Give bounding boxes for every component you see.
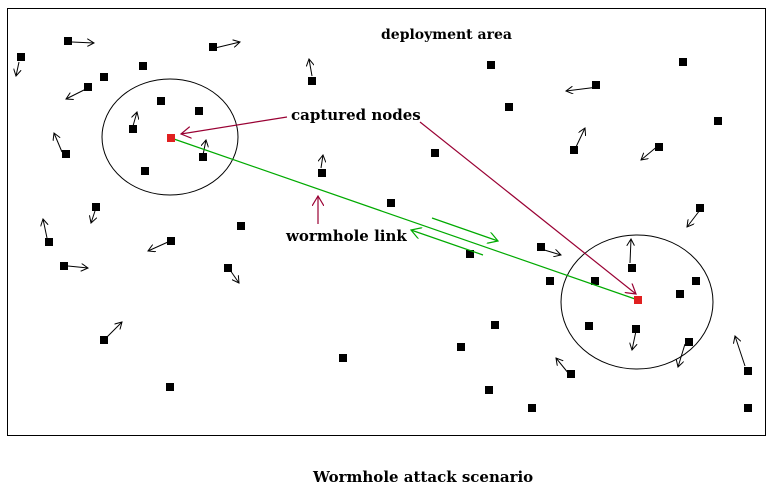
movement-arrow: [309, 59, 312, 77]
sensor-node: [485, 386, 493, 394]
movement-arrow: [203, 140, 206, 156]
movement-arrow: [43, 219, 47, 239]
sensor-node: [45, 238, 53, 246]
wormhole-arrow-forward: [431, 217, 498, 241]
sensor-node: [92, 203, 100, 211]
sensor-node: [17, 53, 25, 61]
sensor-node: [592, 81, 600, 89]
captured-region-right: [560, 234, 714, 370]
sensor-node: [744, 404, 752, 412]
sensor-node: [692, 277, 700, 285]
sensor-node: [141, 167, 149, 175]
sensor-node: [546, 277, 554, 285]
captured-nodes-label: captured nodes: [291, 106, 421, 124]
sensor-node: [224, 264, 232, 272]
movement-arrow: [148, 241, 169, 251]
sensor-node: [570, 146, 578, 154]
sensor-node: [457, 343, 465, 351]
sensor-node: [318, 169, 326, 177]
sensor-node: [167, 237, 175, 245]
movement-arrow: [641, 144, 660, 160]
sensor-node: [387, 199, 395, 207]
sensor-node: [491, 321, 499, 329]
movement-arrow: [566, 87, 599, 91]
sensor-node: [100, 73, 108, 81]
movement-arrow: [687, 209, 701, 227]
movement-arrow: [735, 336, 746, 367]
sensor-node: [209, 43, 217, 51]
sensor-node: [685, 338, 693, 346]
sensor-node: [129, 125, 137, 133]
sensor-node: [195, 107, 203, 115]
sensor-node: [339, 354, 347, 362]
sensor-node: [100, 336, 108, 344]
sensor-node: [466, 250, 474, 258]
movement-arrow: [556, 358, 570, 375]
sensor-node: [237, 222, 245, 230]
movement-arrow: [133, 112, 137, 127]
sensor-node: [591, 277, 599, 285]
wormhole-arrow-backward: [411, 230, 484, 256]
sensor-node: [308, 77, 316, 85]
movement-arrow: [540, 248, 561, 255]
movement-arrow: [106, 322, 122, 338]
sensor-node: [487, 61, 495, 69]
sensor-node: [505, 103, 513, 111]
sensor-node: [139, 62, 147, 70]
wormhole-link-label: wormhole link: [285, 227, 407, 245]
movement-arrow: [630, 239, 631, 264]
movement-arrow: [632, 330, 636, 350]
captured-node-left: [167, 134, 175, 142]
sensor-node: [632, 325, 640, 333]
sensor-node: [676, 290, 684, 298]
captured-node-right: [634, 296, 642, 304]
sensor-node: [744, 367, 752, 375]
movement-arrow: [321, 155, 323, 169]
movement-arrow: [67, 266, 88, 268]
movement-arrow: [16, 61, 19, 76]
captured-pointer-left: [181, 116, 288, 134]
captured-pointer-right: [419, 121, 636, 294]
movement-arrow: [66, 88, 87, 99]
sensor-node: [585, 322, 593, 330]
sensor-node: [679, 58, 687, 66]
sensor-node: [431, 149, 439, 157]
deployment-area-border: [7, 8, 766, 436]
movement-arrow: [71, 42, 94, 43]
captured-region-left: [101, 78, 239, 196]
movement-arrow: [678, 343, 686, 367]
sensor-node: [528, 404, 536, 412]
figure-caption: Wormhole attack scenario: [312, 468, 533, 486]
sensor-node: [537, 243, 545, 251]
sensor-node: [62, 150, 70, 158]
deployment-area-label: deployment area: [381, 27, 512, 43]
sensor-node: [166, 383, 174, 391]
wormhole-link: [170, 137, 639, 301]
movement-arrow: [214, 42, 240, 49]
movement-arrow: [229, 269, 239, 283]
sensor-node: [84, 83, 92, 91]
sensor-node: [714, 117, 722, 125]
sensor-node: [199, 153, 207, 161]
sensor-node: [655, 143, 663, 151]
sensor-node: [157, 97, 165, 105]
movement-arrow: [91, 210, 95, 223]
sensor-node: [64, 37, 72, 45]
sensor-node: [60, 262, 68, 270]
sensor-node: [567, 370, 575, 378]
sensor-node: [696, 204, 704, 212]
movement-arrow: [54, 133, 63, 153]
sensor-node: [628, 264, 636, 272]
movement-arrow: [575, 128, 585, 148]
